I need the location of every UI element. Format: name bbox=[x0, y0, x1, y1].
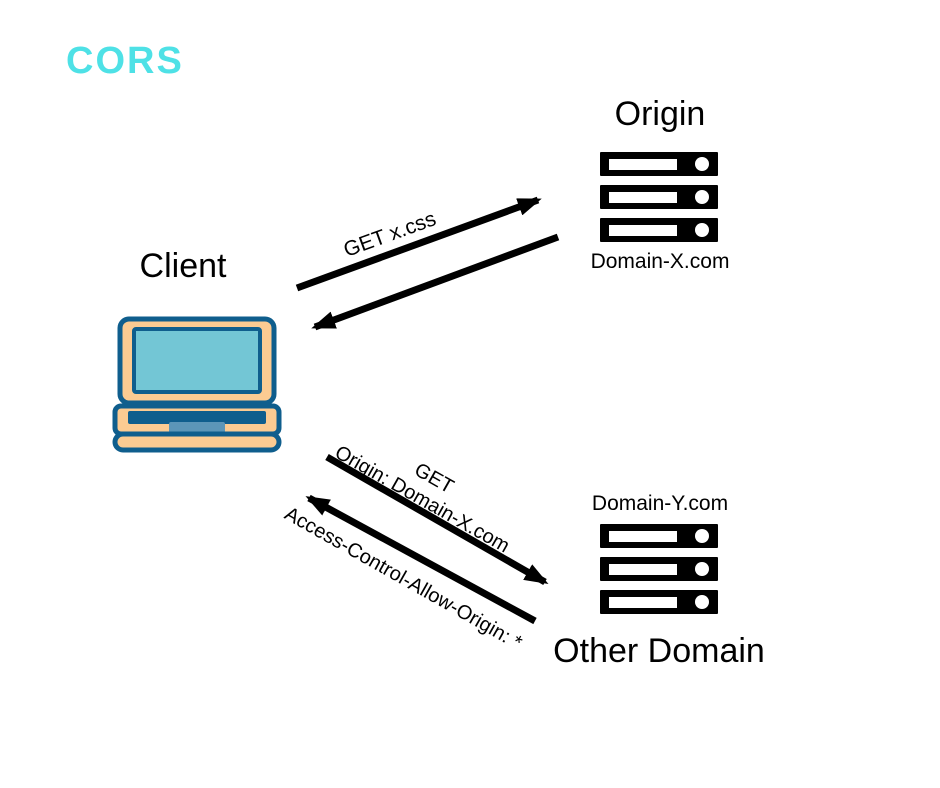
bottom-request-arrow bbox=[325, 453, 549, 586]
server-icon-origin bbox=[600, 152, 718, 242]
top-response-arrow bbox=[311, 233, 560, 331]
origin-label: Origin bbox=[614, 95, 706, 133]
top-request-arrow bbox=[295, 196, 542, 292]
bottom-response-arrow bbox=[305, 494, 537, 625]
page-title: CORS bbox=[66, 40, 184, 82]
other-domain-domain-label: Domain-Y.com bbox=[591, 492, 729, 515]
other-domain-label: Other Domain bbox=[553, 632, 765, 670]
client-label: Client bbox=[139, 247, 227, 285]
laptop-icon bbox=[112, 316, 282, 453]
server-icon-other bbox=[600, 524, 718, 614]
origin-domain-label: Domain-X.com bbox=[590, 250, 730, 273]
